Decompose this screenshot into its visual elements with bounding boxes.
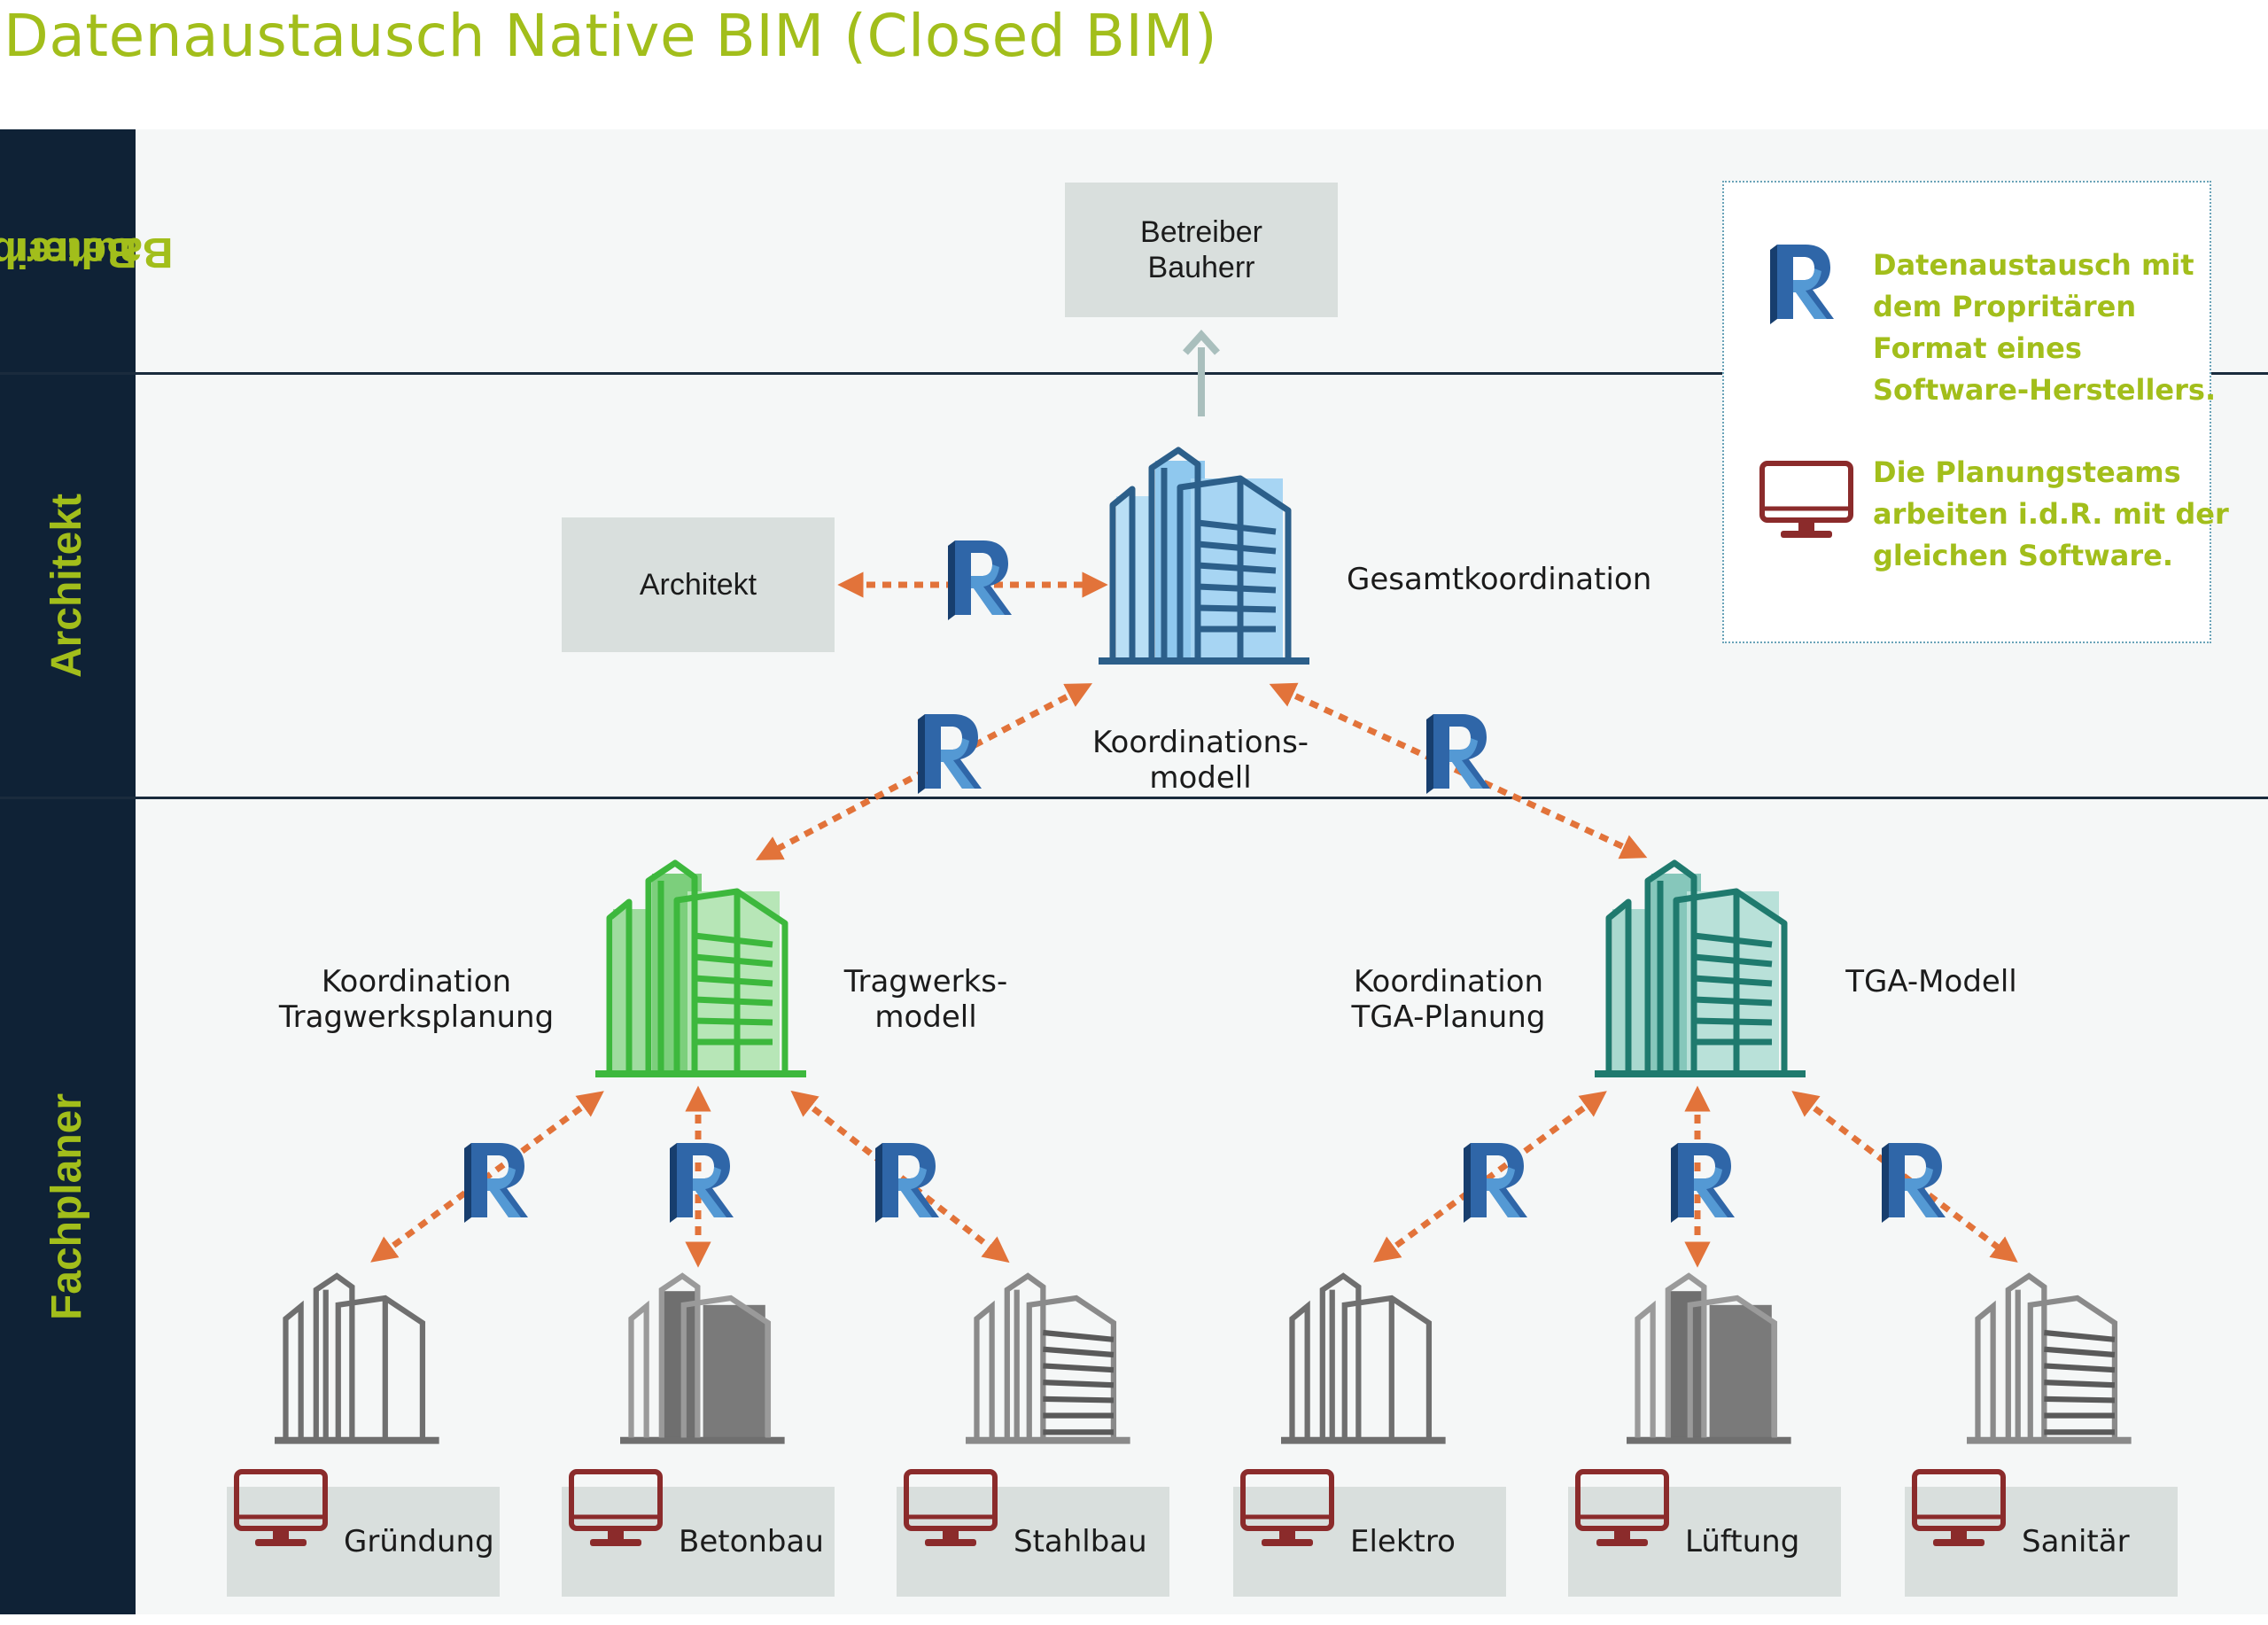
tga-modell-label: TGA-Modell: [1845, 964, 2017, 999]
legend-box: [1722, 181, 2211, 643]
building-tragwerk-icon: [595, 863, 806, 1074]
building-gesamtkoordination-icon: [1099, 450, 1309, 661]
revit-r-icon: [1426, 714, 1490, 794]
page-title: Datenaustausch Native BIM (Closed BIM): [4, 2, 1218, 70]
revit-r-icon: [1770, 245, 1834, 324]
building-tga-icon: [1595, 863, 1806, 1074]
monitor-icon: [1243, 1472, 1332, 1546]
building-sanitaer-icon: [1967, 1272, 2132, 1444]
trade-label: Sanitär: [2022, 1524, 2130, 1559]
building-lueftung-icon: [1627, 1272, 1791, 1444]
monitor-icon: [906, 1472, 995, 1546]
lane-head-fachplaner: [0, 798, 136, 1614]
trade-label: Gründung: [344, 1524, 494, 1559]
revit-r-icon: [948, 540, 1012, 620]
trade-box-betonbau: Betonbau: [562, 1487, 835, 1597]
revit-r-icon: [875, 1143, 939, 1223]
lane-head-architekt: [0, 373, 136, 798]
trade-label: Betonbau: [679, 1524, 824, 1559]
tragwerksmodell-label: Tragwerks-modell: [843, 964, 1008, 1035]
monitor-icon: [1915, 1472, 2003, 1546]
building-elektro-icon: [1281, 1272, 1446, 1444]
monitor-icon: [1578, 1472, 1666, 1546]
monitor-icon: [1762, 463, 1851, 538]
monitor-icon: [571, 1472, 660, 1546]
trade-label: Stahlbau: [1014, 1524, 1147, 1559]
trade-label: Lüftung: [1685, 1524, 1800, 1559]
lane-divider-2: [0, 797, 2268, 799]
lane-head-betreiber: [0, 129, 136, 373]
revit-r-icon: [1464, 1143, 1527, 1223]
trade-label: Elektro: [1350, 1524, 1456, 1559]
gesamtkoordination-label: Gesamtkoordination: [1347, 562, 1652, 597]
building-betonbau-icon: [620, 1272, 785, 1444]
revit-r-icon: [670, 1143, 734, 1223]
building-stahlbau-icon: [966, 1272, 1130, 1444]
architekt-box: Architekt: [562, 517, 835, 652]
building-gruendung-icon: [275, 1272, 439, 1444]
revit-r-icon: [1671, 1143, 1735, 1223]
monitor-icon: [237, 1472, 325, 1546]
lane-divider-1: [0, 372, 2268, 375]
arrow-up-to-betreiber: [1183, 330, 1220, 416]
revit-r-icon: [1882, 1143, 1946, 1223]
revit-r-icon: [918, 714, 982, 794]
revit-r-icon: [464, 1143, 528, 1223]
